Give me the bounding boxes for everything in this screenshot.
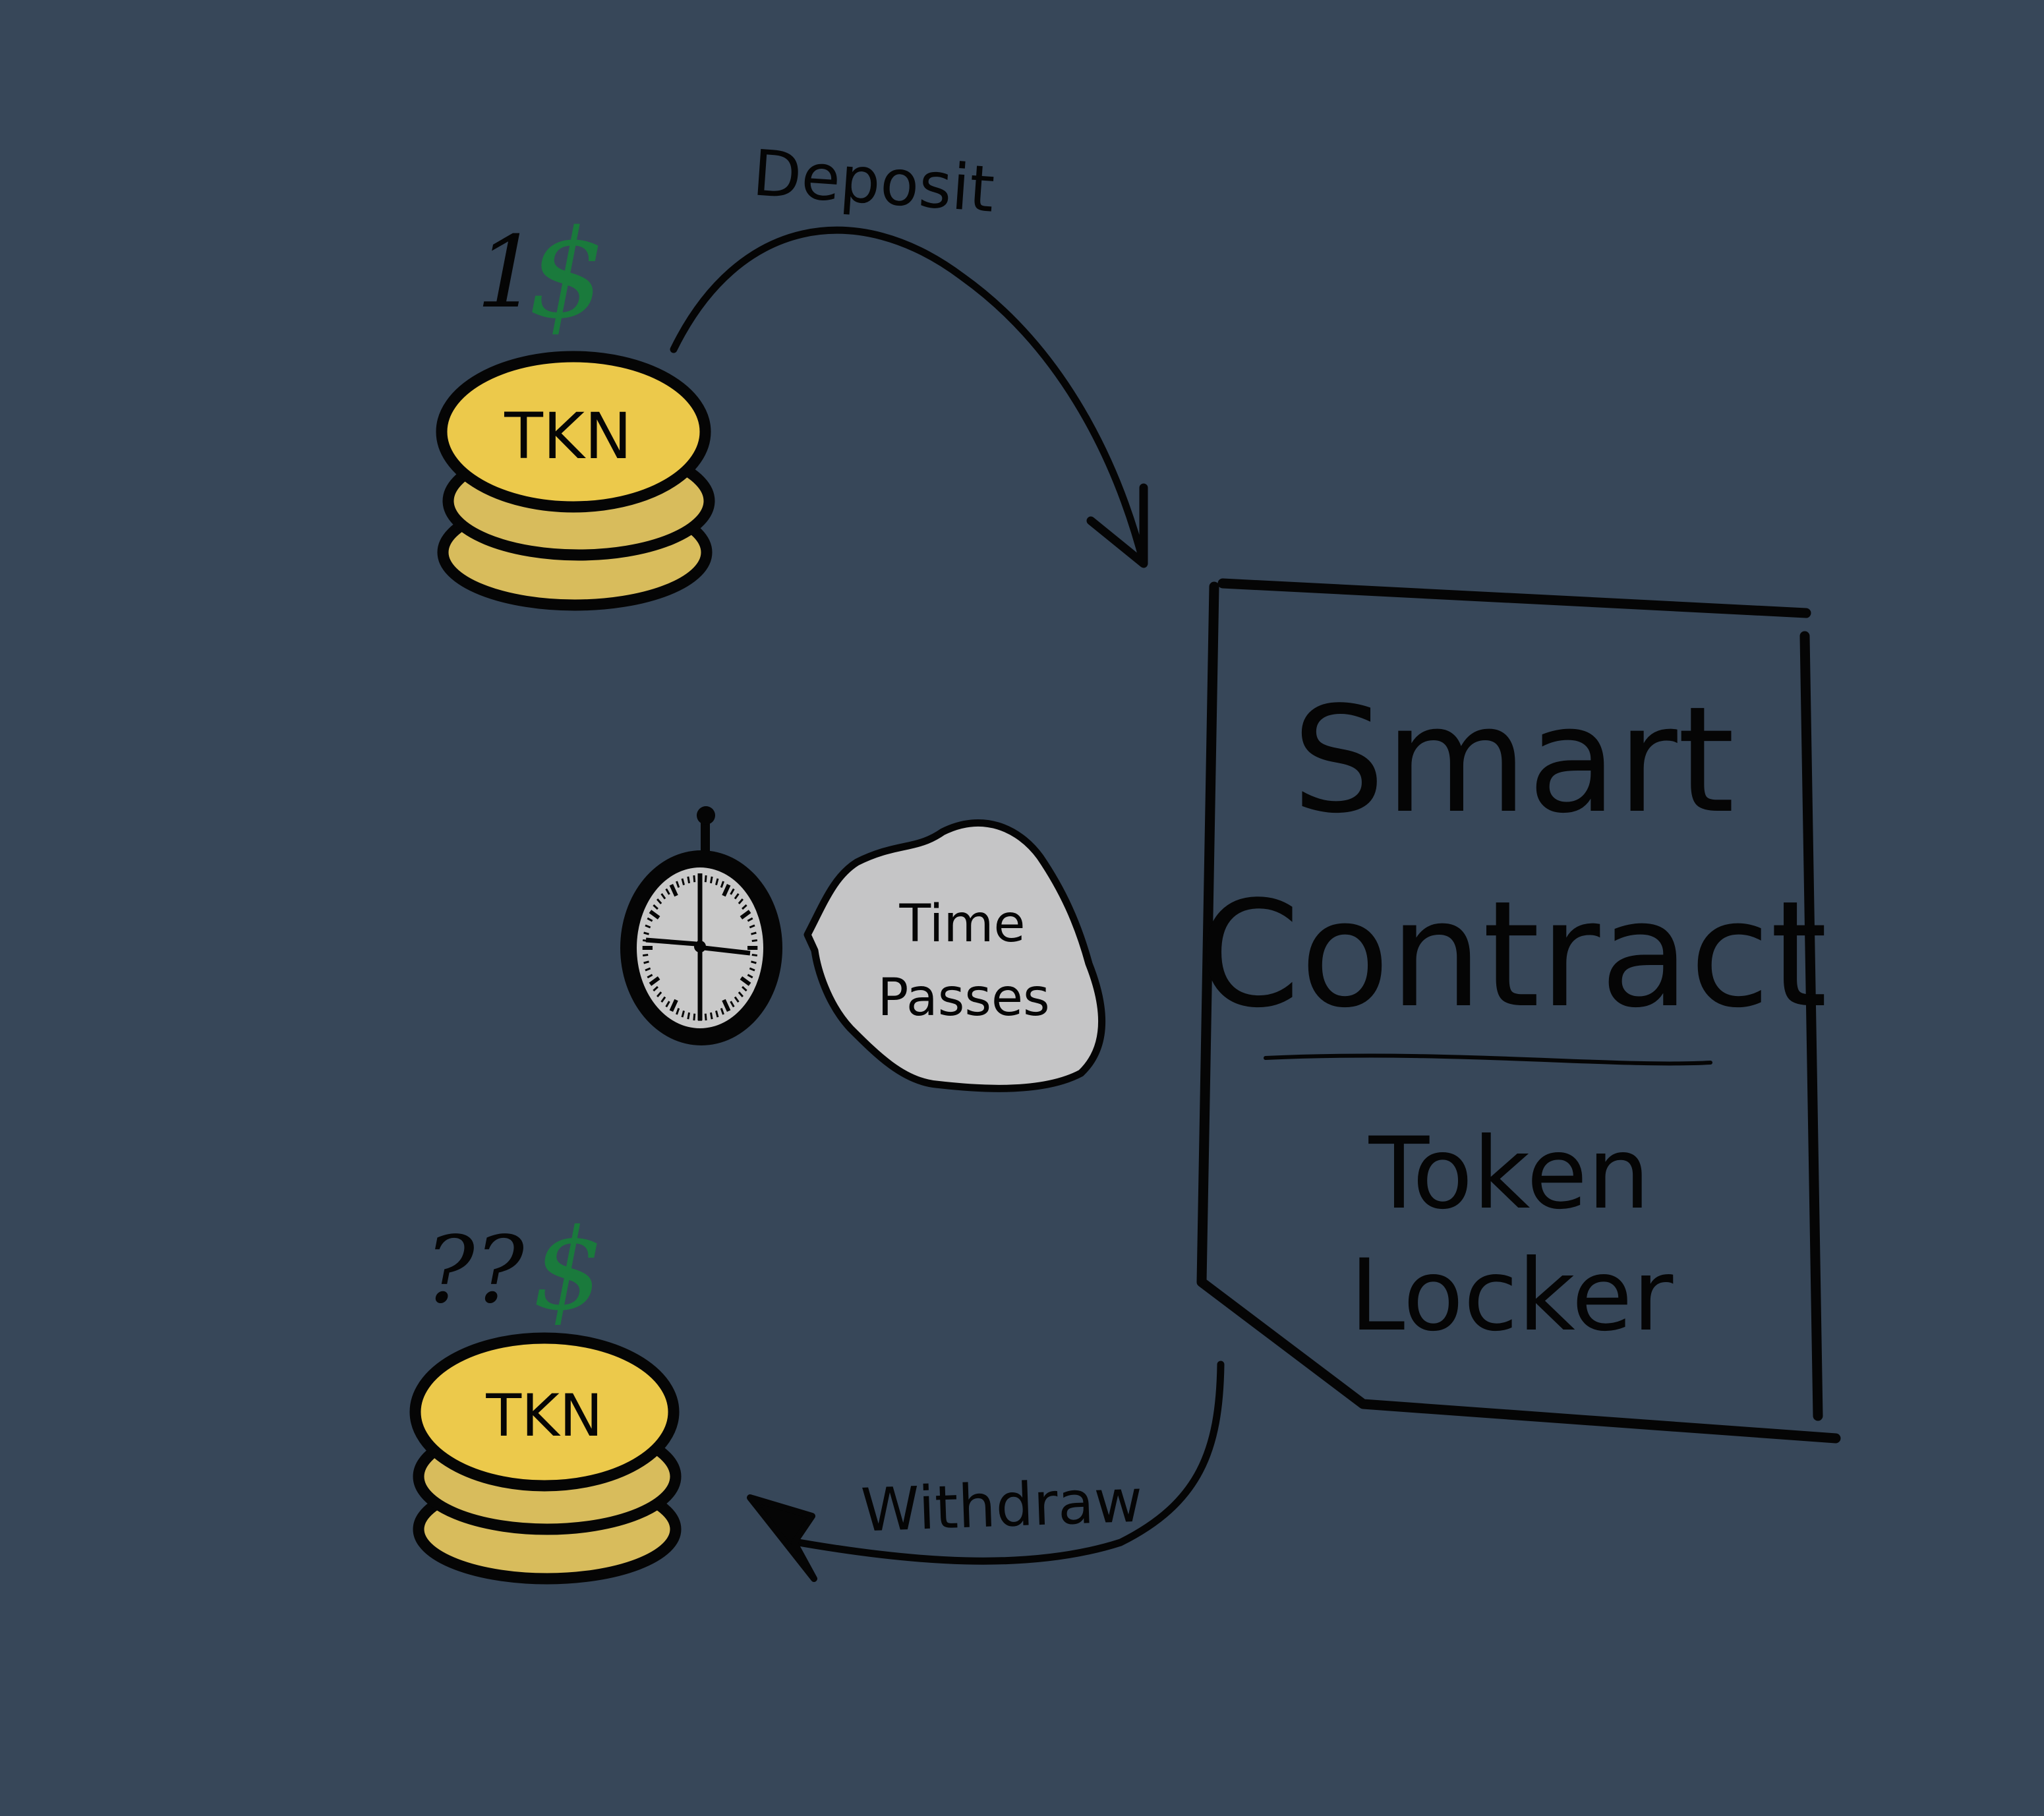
deposit-arrow-head (1086, 483, 1148, 568)
stopwatch-tick (715, 878, 719, 885)
stopwatch-hand-right (703, 945, 751, 956)
stopwatch-tick (740, 910, 751, 920)
stopwatch-tick (645, 924, 651, 929)
time-passes-bubble: Time Passes (803, 819, 1105, 1092)
stopwatch-tick (656, 991, 662, 997)
stopwatch-tick (730, 888, 735, 895)
stopwatch-tick (709, 876, 713, 884)
stopwatch-tick (681, 878, 685, 885)
withdraw-arrow-label: Withdraw (860, 1467, 1144, 1546)
stopwatch-tick (649, 910, 660, 920)
withdraw-price-amount: ?? (425, 1217, 525, 1324)
stopwatch-tick (742, 985, 747, 992)
stopwatch-tick (720, 1008, 724, 1015)
stopwatch-tick (715, 1011, 719, 1018)
withdraw-coin-top (409, 1332, 680, 1492)
stopwatch-tick (653, 985, 658, 992)
stopwatch-tick (642, 953, 649, 957)
stopwatch-tick (660, 893, 666, 900)
withdraw-arrow: Withdraw (747, 1361, 1225, 1582)
stopwatch-tick (734, 996, 740, 1003)
contract-subtitle-line2: Locker (1350, 1239, 1674, 1353)
stopwatch-tick (687, 1012, 691, 1020)
stopwatch-icon (620, 806, 782, 1045)
stopwatch-tick (653, 904, 658, 910)
stopwatch-tick (742, 904, 747, 910)
stopwatch-tick (676, 881, 680, 888)
stopwatch-tick (687, 876, 691, 884)
contract-divider (1264, 1053, 1712, 1066)
stopwatch-tick (749, 967, 755, 972)
stopwatch-tick (747, 917, 753, 922)
stopwatch-tick (720, 881, 724, 888)
smart-contract-box: Smart Contract Token Locker (1196, 578, 1841, 1444)
stopwatch-tick (704, 1013, 707, 1021)
stopwatch-tick (643, 931, 649, 935)
stopwatch-tick (749, 924, 755, 929)
stopwatch-tick (645, 967, 651, 972)
stopwatch-tick (751, 931, 757, 935)
contract-subtitle-line1: Token (1368, 1117, 1650, 1231)
withdraw-coin-stack: TKN (409, 1332, 682, 1585)
stopwatch-tick (751, 953, 758, 957)
stopwatch-tick (681, 1011, 685, 1018)
contract-outline (1196, 578, 1841, 1444)
deposit-arrow-curve (670, 226, 1148, 568)
withdraw-price: ?? $ (425, 1205, 604, 1335)
stopwatch-crown (697, 806, 715, 825)
stopwatch-tick (751, 960, 757, 964)
stopwatch-tick (740, 976, 751, 986)
contract-title-line1: Smart (1292, 676, 1735, 846)
withdraw-arrow-head (747, 1494, 817, 1582)
stopwatch-center (694, 941, 706, 952)
deposit-arrow-label: Deposit (750, 136, 997, 226)
deposit-coin-stack: TKN (436, 351, 715, 611)
stopwatch-tick (649, 976, 660, 986)
stopwatch-tick (643, 960, 649, 964)
stopwatch-tick (665, 888, 670, 895)
contract-title-line2: Contract (1198, 870, 1828, 1040)
stopwatch-tick (747, 974, 753, 979)
withdraw-arrow-curve (787, 1361, 1225, 1565)
stopwatch-tick (738, 898, 744, 904)
stopwatch-tick (647, 917, 653, 922)
stopwatch-tick (693, 875, 696, 883)
bubble-text-line2: Passes (877, 968, 1049, 1028)
stopwatch-tick (751, 939, 758, 943)
stopwatch-tick (665, 1001, 670, 1008)
stopwatch-tick (738, 991, 744, 997)
stopwatch-tick (647, 974, 653, 979)
stopwatch-tick (669, 999, 678, 1012)
stopwatch-tick (730, 1001, 735, 1008)
stopwatch-tick (704, 875, 707, 883)
stopwatch-tick (722, 999, 731, 1012)
deposit-coin-label: TKN (504, 399, 631, 473)
bubble-text-line1: Time (899, 894, 1026, 954)
stopwatch-tick (722, 883, 731, 897)
stopwatch-tick (669, 883, 678, 897)
deposit-dollar-sign: $ (528, 203, 606, 345)
withdraw-coin-label: TKN (485, 1382, 602, 1450)
deposit-arrow: Deposit (670, 136, 1148, 568)
speech-bubble (803, 819, 1105, 1092)
deposit-price: 1 $ (476, 203, 606, 345)
stopwatch-tick (656, 898, 662, 904)
stopwatch-tick (709, 1012, 713, 1020)
stopwatch-tick (693, 1013, 696, 1021)
stopwatch-tick (734, 893, 740, 900)
stopwatch-tick (660, 996, 666, 1003)
stopwatch-tick (676, 1008, 680, 1015)
stopwatch-hand-left (645, 937, 697, 947)
withdraw-dollar-sign: $ (533, 1205, 604, 1335)
deposit-coin-top (436, 351, 711, 513)
deposit-price-amount: 1 (476, 216, 539, 330)
